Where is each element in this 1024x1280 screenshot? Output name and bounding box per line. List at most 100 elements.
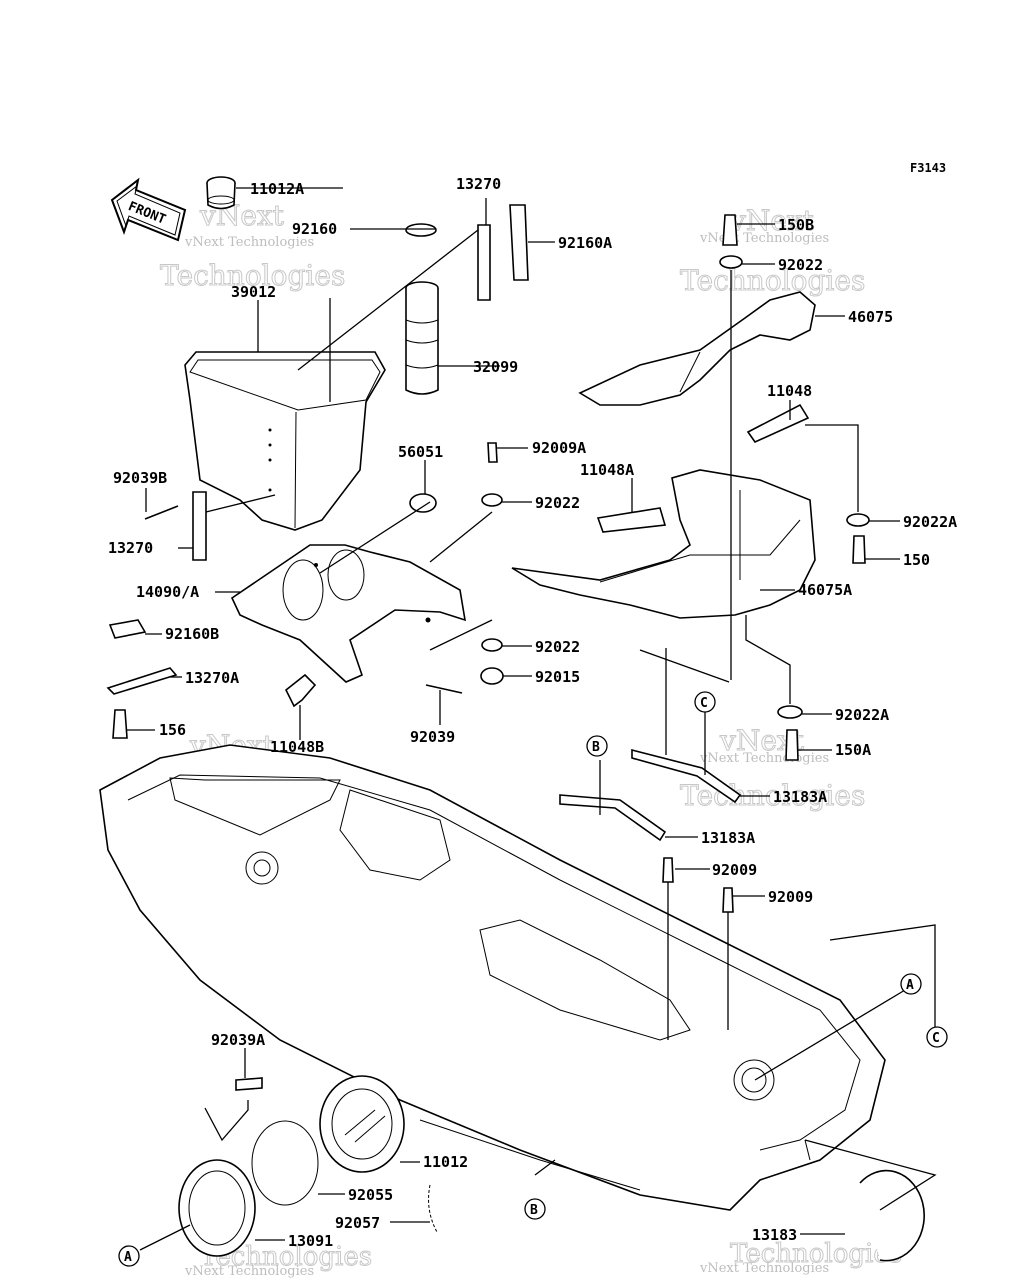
watermark-small: vNext Technologies [699, 1261, 829, 1276]
part-label: 13183A [773, 788, 827, 806]
part-label: 46075A [798, 581, 852, 599]
part-label: 92160A [558, 234, 612, 252]
nut-part [480, 667, 504, 685]
part-label: 92039A [211, 1031, 265, 1049]
washer-part [846, 513, 870, 527]
part-label: 39012 [231, 283, 276, 301]
bolt-part [722, 214, 738, 246]
rivet-part [144, 505, 179, 520]
callout-b-mid: B [586, 735, 608, 757]
part-label: 14090/A [136, 583, 199, 601]
cap-part [206, 176, 236, 210]
tube-part [405, 281, 439, 395]
part-label: 11048B [270, 738, 324, 756]
part-label: 11012A [250, 180, 304, 198]
callout-c-right: C [926, 1026, 948, 1048]
svg-text:A: A [124, 1250, 132, 1265]
band-part [859, 1169, 925, 1262]
storage-bin-part [184, 351, 386, 531]
bracket-part [106, 667, 178, 695]
hatch-ring-part [178, 1159, 256, 1257]
pin-part [425, 684, 463, 694]
seat-base-part [511, 469, 816, 619]
part-label: 150 [903, 551, 930, 569]
cord-part [428, 1184, 438, 1233]
svg-text:C: C [700, 696, 708, 711]
part-label: 92057 [335, 1214, 380, 1232]
dashboard-panel-part [230, 544, 467, 683]
part-label: 92055 [348, 1186, 393, 1204]
watermark-small: vNext Technologies [184, 1264, 314, 1279]
seal-ring-part [405, 223, 437, 237]
washer-part [719, 255, 743, 269]
pad-part [509, 204, 529, 281]
o-ring-part [251, 1120, 319, 1206]
part-labels: 11012A 92160 13270 92160A 39012 32099 92… [108, 175, 957, 1250]
hull-part [99, 744, 886, 1211]
part-label: 13270 [456, 175, 501, 193]
watermark-technologies: Technologies [160, 259, 345, 292]
part-label: 92009A [532, 439, 586, 457]
watermark-small: vNext Technologies [699, 751, 829, 766]
figure-number: F3143 [910, 161, 946, 175]
strap-part [477, 224, 491, 301]
screw-part [662, 857, 674, 883]
part-label: 56051 [398, 443, 443, 461]
part-label: 92022 [535, 494, 580, 512]
washer-part [777, 705, 803, 719]
watermark-small: vNext Technologies [184, 235, 314, 250]
watermark-technologies: Technologies [680, 264, 865, 297]
part-label: 32099 [473, 358, 518, 376]
plug-part [409, 493, 437, 513]
part-label: 92015 [535, 668, 580, 686]
callout-a-top: A [900, 973, 922, 995]
part-label: 156 [159, 721, 186, 739]
strap-part [631, 748, 742, 804]
front-arrow-icon: FRONT [110, 177, 187, 242]
bracket-small-part [284, 673, 317, 708]
part-label: 92160B [165, 625, 219, 643]
bracket-part [746, 403, 810, 444]
strap-part [192, 491, 207, 561]
bolt-part [112, 709, 128, 739]
part-label: 13183 [752, 1226, 797, 1244]
pad-small-part [108, 619, 147, 639]
washer-part [481, 638, 503, 652]
part-label: 150B [778, 216, 814, 234]
watermark-technologies: Technologies [730, 1239, 902, 1269]
part-label: 13091 [288, 1232, 333, 1250]
screw-part [722, 887, 734, 913]
part-label: 13183A [701, 829, 755, 847]
part-label: 150A [835, 741, 871, 759]
strap-part [559, 794, 667, 842]
seat-part [578, 291, 816, 406]
part-label: 13270 [108, 539, 153, 557]
part-label: 92022 [535, 638, 580, 656]
part-label: 46075 [848, 308, 893, 326]
callout-c-mid: C [694, 691, 716, 713]
part-label: 92022 [778, 256, 823, 274]
callout-b-bottom: B [524, 1198, 546, 1220]
bracket-part [596, 507, 667, 533]
washer-part [481, 493, 503, 507]
svg-text:B: B [530, 1203, 538, 1218]
rivet-part [235, 1077, 263, 1091]
part-label: 92160 [292, 220, 337, 238]
leader-lines [127, 187, 937, 1251]
callout-a-bottom: A [118, 1245, 140, 1267]
part-label: 11012 [423, 1153, 468, 1171]
bolt-part [852, 535, 866, 564]
part-label: 92039B [113, 469, 167, 487]
part-label: 92009 [712, 861, 757, 879]
part-label: 11048 [767, 382, 812, 400]
part-label: 92022A [903, 513, 957, 531]
bolt-part [785, 729, 799, 761]
watermark-vnext: vNext [729, 204, 815, 237]
screw-part [487, 442, 498, 463]
part-label: 92009 [768, 888, 813, 906]
part-label: 92022A [835, 706, 889, 724]
svg-text:C: C [932, 1031, 940, 1046]
hatch-cover-part [319, 1075, 405, 1173]
svg-text:A: A [906, 978, 914, 993]
